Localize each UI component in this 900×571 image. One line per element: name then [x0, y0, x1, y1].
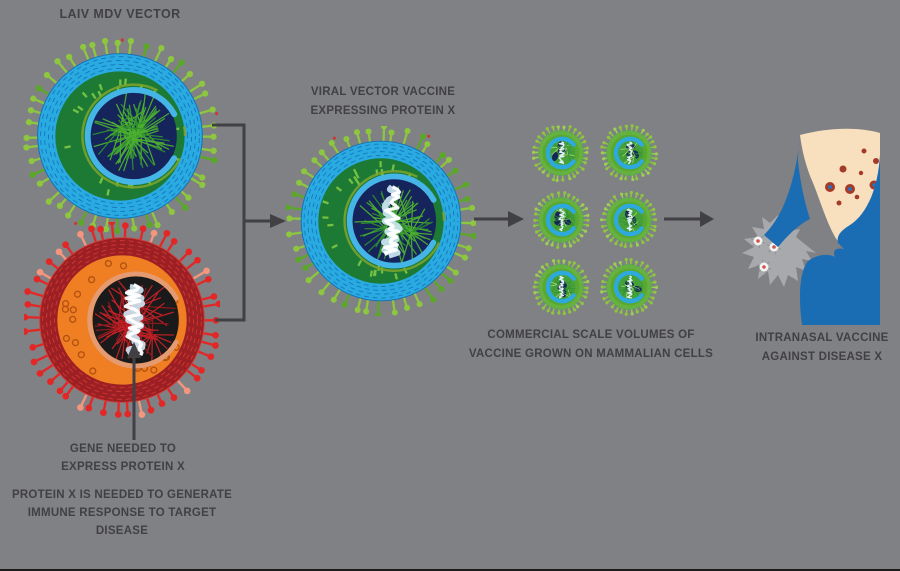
- label-intranasal-line1: INTRANASAL VACCINE: [755, 332, 889, 344]
- label-laiv-mdv-vector: LAIV MDV VECTOR: [59, 7, 181, 21]
- vaccine-virion-icon: [532, 259, 590, 316]
- vaccine-virion-icon: [532, 125, 589, 182]
- vaccine-virion-icon: [600, 258, 658, 316]
- gene-pointer-arrow-icon: [127, 342, 141, 440]
- label-gene-line2: EXPRESS PROTEIN X: [61, 461, 185, 473]
- label-protein-x-note: PROTEIN X IS NEEDED TO GENERATE IMMUNE R…: [0, 486, 244, 540]
- face-profile-shape: [800, 155, 880, 325]
- bottom-border: [0, 569, 900, 571]
- label-commercial-line2: VACCINE GROWN ON MAMMALIAN CELLS: [468, 348, 714, 360]
- label-protein-line1: PROTEIN X IS NEEDED TO GENERATE: [11, 489, 233, 501]
- label-gene-needed: GENE NEEDED TO EXPRESS PROTEIN X: [38, 440, 208, 476]
- vaccine-virion-icon: [600, 191, 658, 249]
- viral-vector-vaccine-virus-icon: [286, 126, 476, 316]
- label-gene-line1: GENE NEEDED TO: [69, 443, 177, 455]
- vaccine-virion-icon: [600, 124, 658, 182]
- vaccine-virion-icon: [532, 191, 590, 249]
- label-viral-vector-line2: EXPRESSING PROTEIN X: [310, 105, 456, 117]
- laiv-mdv-vector-virus-icon: [23, 38, 218, 234]
- flow-arrow-delivery-icon: [664, 211, 714, 227]
- flow-arrow-production-icon: [474, 211, 524, 227]
- nose-bridge-shape: [764, 135, 810, 247]
- disease-virus-icon: [24, 222, 220, 418]
- label-viral-vector-vaccine: VIRAL VECTOR VACCINE EXPRESSING PROTEIN …: [283, 83, 483, 121]
- label-protein-line2: IMMUNE RESPONSE TO TARGET DISEASE: [27, 507, 217, 537]
- intranasal-delivery-icon: [742, 128, 880, 325]
- label-commercial-scale: COMMERCIAL SCALE VOLUMES OF VACCINE GROW…: [460, 326, 722, 364]
- label-intranasal-vaccine: INTRANASAL VACCINE AGAINST DISEASE X: [737, 329, 900, 367]
- merge-arrow-icon: [212, 123, 286, 322]
- label-viral-vector-line1: VIRAL VECTOR VACCINE: [310, 86, 456, 98]
- label-intranasal-line2: AGAINST DISEASE X: [761, 351, 883, 363]
- label-commercial-line1: COMMERCIAL SCALE VOLUMES OF: [487, 329, 695, 341]
